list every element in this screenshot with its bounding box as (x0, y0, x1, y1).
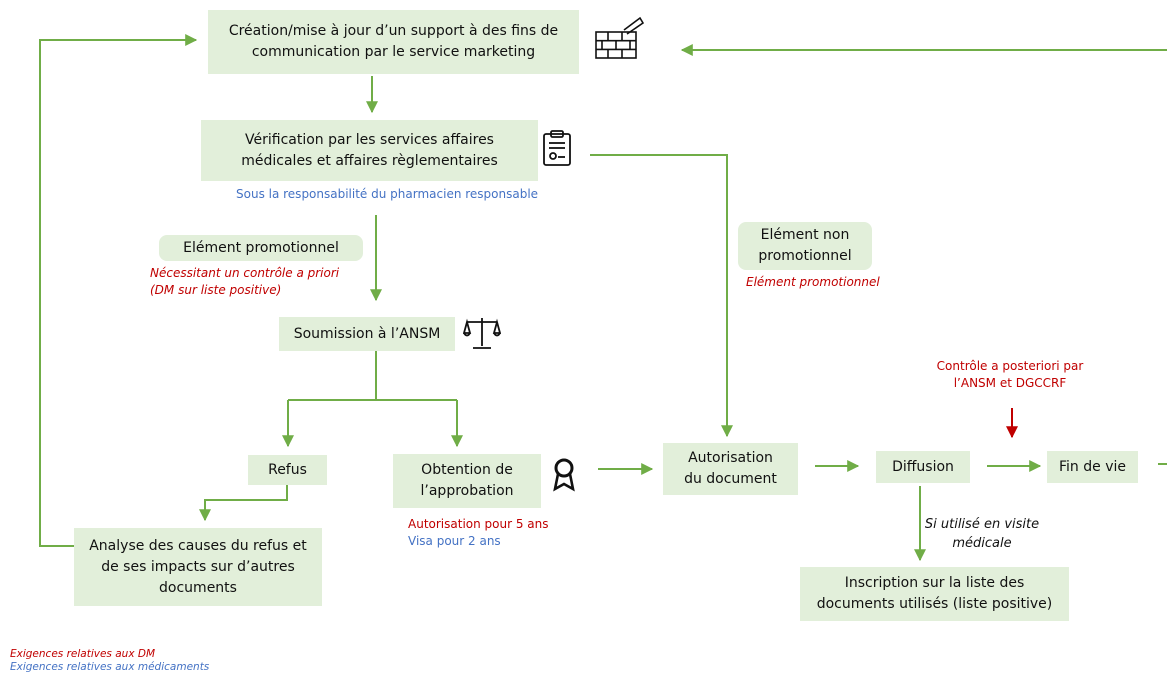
note-controle-a-priori-line2: (DM sur liste positive) (150, 283, 282, 297)
node-fin-de-vie: Fin de vie (1047, 451, 1138, 483)
brick-wall-icon (595, 16, 644, 59)
note-visa-2-ans: Visa pour 2 ans (408, 534, 501, 548)
legend-dm: Exigences relatives aux DM (10, 648, 156, 660)
node-analyse-label: Analyse des causes du refus et de ses im… (89, 537, 307, 596)
scales-icon (463, 318, 501, 349)
arrow-verification-autorisation (590, 154, 733, 438)
note-responsabilite: Sous la responsabilité du pharmacien res… (236, 187, 539, 201)
award-ribbon-icon (553, 458, 575, 492)
node-element-non-promotionnel: Elément non promotionnel (738, 222, 872, 270)
clipboard-icon (543, 130, 571, 166)
node-diffusion: Diffusion (876, 451, 970, 483)
note-visite-medicale-line1: Si utilisé en visite (924, 517, 1040, 532)
node-verification: Vérification par les services affaires m… (201, 120, 538, 181)
note-validite: Autorisation pour 5 ans Visa pour 2 ans (408, 516, 608, 550)
node-element-promotionnel: Elément promotionnel (159, 235, 363, 261)
note-controle-a-priori-line1: Nécessitant un contrôle a priori (150, 266, 340, 280)
node-diffusion-label: Diffusion (892, 458, 954, 475)
node-refus: Refus (248, 455, 327, 485)
note-controle-posteriori-line2: l’ANSM et DGCCRF (953, 376, 1067, 390)
node-element-non-promotionnel-label: Elément non promotionnel (758, 227, 852, 264)
node-creation-label: Création/mise à jour d’un support à des … (228, 23, 559, 60)
arrow-refus-analyse (199, 483, 288, 522)
note-controle-posteriori-line1: Contrôle a posteriori par (936, 359, 1084, 373)
node-soumission-label: Soumission à l’ANSM (293, 325, 441, 342)
node-fin-de-vie-label: Fin de vie (1059, 458, 1126, 475)
node-analyse: Analyse des causes du refus et de ses im… (74, 528, 322, 606)
node-autorisation-label: Autorisation du document (684, 450, 777, 487)
note-visite-medicale-line2: médicale (952, 536, 1012, 551)
arrow-soumission-split (288, 350, 457, 401)
node-approbation: Obtention de l’approbation (393, 454, 541, 508)
node-element-promotionnel-label: Elément promotionnel (183, 239, 339, 256)
node-verification-label: Vérification par les services affaires m… (241, 131, 498, 169)
note-visite-medicale: Si utilisé en visite médicale (922, 515, 1042, 553)
legend-medicaments: Exigences relatives aux médicaments (10, 661, 210, 673)
node-approbation-label: Obtention de l’approbation (420, 462, 514, 499)
node-inscription-label: Inscription sur la liste des documents u… (816, 575, 1053, 612)
node-inscription: Inscription sur la liste des documents u… (800, 567, 1069, 621)
node-autorisation: Autorisation du document (663, 443, 798, 495)
note-autorisation-5-ans: Autorisation pour 5 ans (408, 517, 549, 531)
node-refus-label: Refus (268, 461, 307, 478)
arrow-analyse-creation (39, 34, 198, 547)
note-controle-a-priori: Nécessitant un contrôle a priori (DM sur… (150, 265, 370, 299)
note-controle-posteriori: Contrôle a posteriori par l’ANSM et DGCC… (920, 358, 1100, 392)
note-element-promotionnel: Elément promotionnel (746, 275, 880, 289)
node-creation: Création/mise à jour d’un support à des … (208, 10, 579, 74)
node-soumission: Soumission à l’ANSM (279, 317, 455, 351)
